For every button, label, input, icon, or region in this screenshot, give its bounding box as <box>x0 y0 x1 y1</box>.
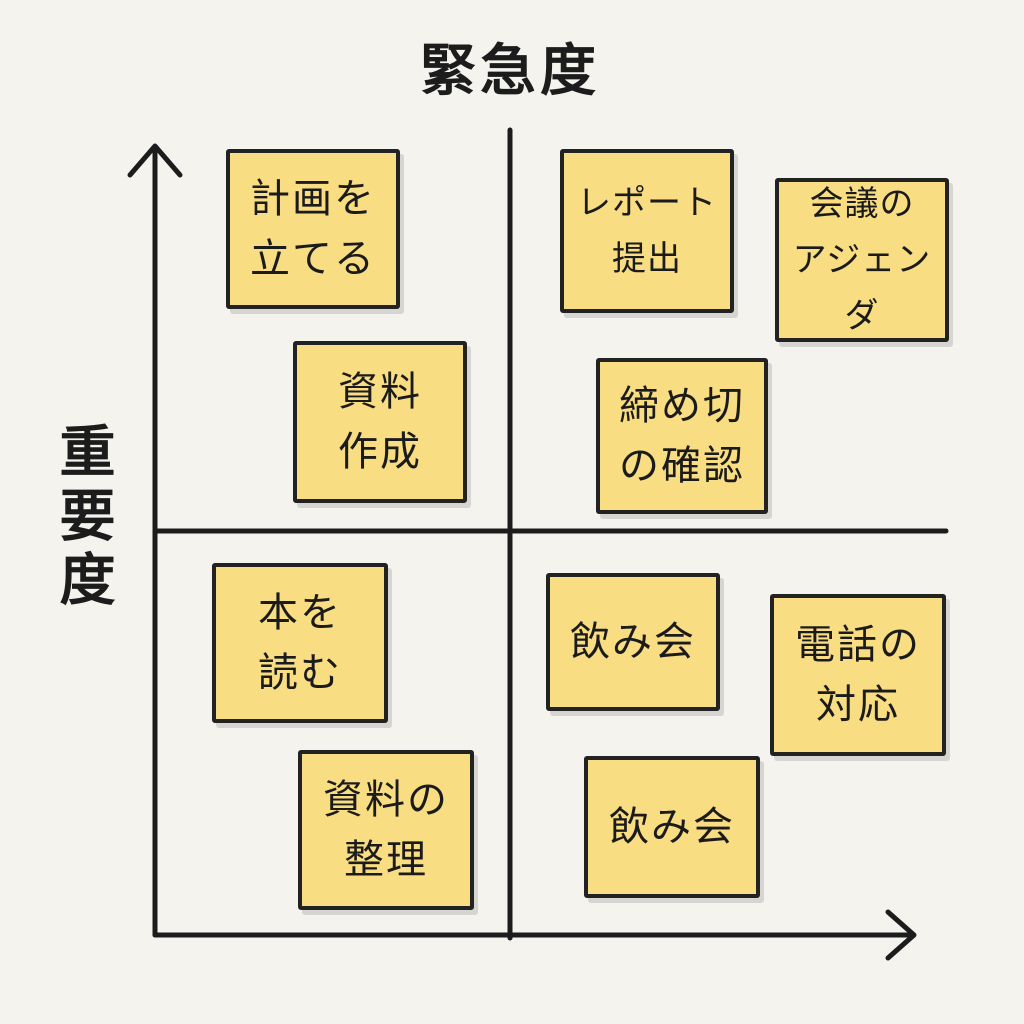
sticky-note-create-material[interactable]: 資料 作成 <box>293 341 467 503</box>
sticky-note-label: 資料 作成 <box>338 369 422 475</box>
sticky-note-label: 電話の 対応 <box>795 622 921 728</box>
sticky-note-label: 締め切 の確認 <box>619 383 745 489</box>
sticky-note-meeting-agenda[interactable]: 会議の アジェンダ <box>775 178 949 342</box>
x-axis-title: 緊急度 <box>420 39 600 104</box>
sticky-note-label: レポート 提出 <box>577 183 717 279</box>
sticky-note-label: 本を 読む <box>258 590 342 696</box>
sticky-note-label: 会議の アジェンダ <box>792 184 932 336</box>
sticky-note-report-submit[interactable]: レポート 提出 <box>560 149 734 313</box>
sticky-note-drinking-party-2[interactable]: 飲み会 <box>584 756 760 898</box>
sticky-note-label: 飲み会 <box>570 619 696 665</box>
sticky-note-read-book[interactable]: 本を 読む <box>212 563 388 723</box>
sticky-note-label: 計画を 立てる <box>250 176 376 282</box>
sticky-note-deadline-check[interactable]: 締め切 の確認 <box>596 358 768 514</box>
sticky-note-label: 資料の 整理 <box>323 777 449 883</box>
y-axis-arrowhead <box>127 143 183 178</box>
x-axis-arrowhead <box>885 909 917 961</box>
y-axis-title: 重要度 <box>50 422 115 614</box>
sticky-note-label: 飲み会 <box>609 804 735 850</box>
sticky-note-organize-material[interactable]: 資料の 整理 <box>298 750 474 910</box>
sticky-note-drinking-party-1[interactable]: 飲み会 <box>546 573 720 711</box>
sticky-note-plan[interactable]: 計画を 立てる <box>226 149 400 309</box>
sticky-note-phone-response[interactable]: 電話の 対応 <box>770 594 946 756</box>
